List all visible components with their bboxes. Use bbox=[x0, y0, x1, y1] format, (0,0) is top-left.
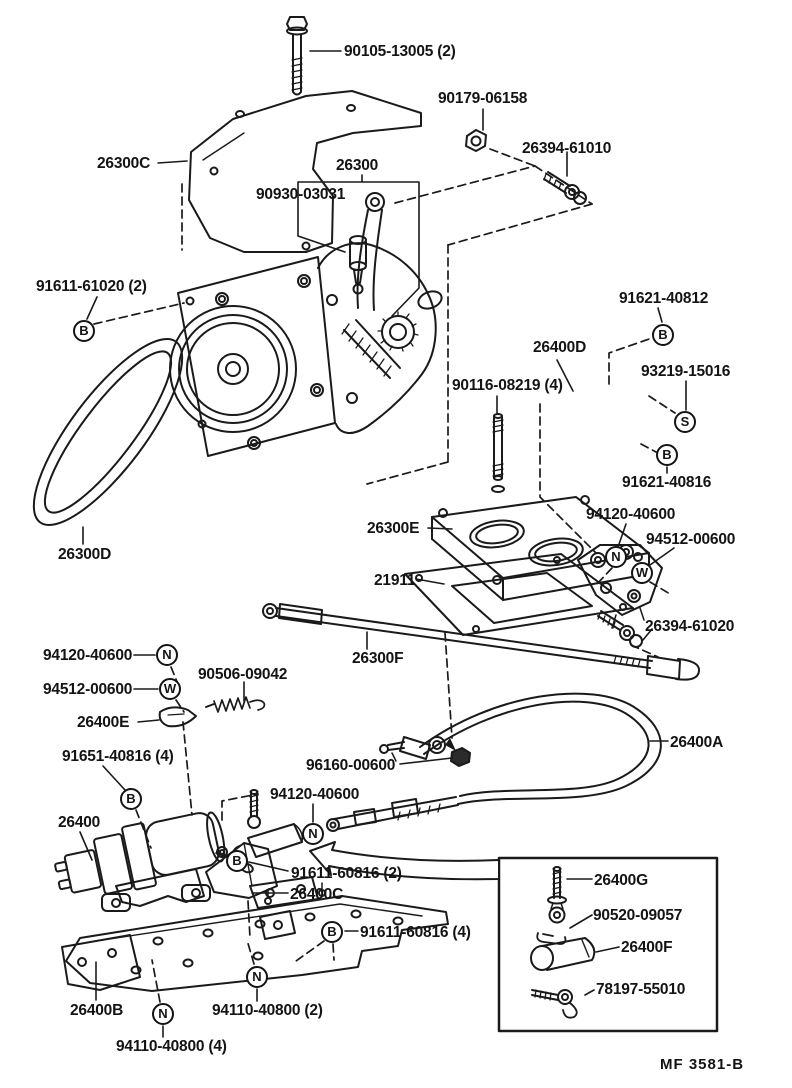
inset-detail-box bbox=[497, 856, 719, 1033]
flange-illustration-26300e bbox=[431, 413, 650, 601]
spring-illustration-90506 bbox=[158, 696, 266, 728]
link-rod-illustration-26300f bbox=[262, 603, 701, 681]
solenoid-illustration-26400 bbox=[54, 811, 226, 912]
leader-lines bbox=[79, 50, 687, 1038]
pointer-arrow bbox=[309, 841, 500, 881]
gasket-illustration-21911 bbox=[404, 553, 634, 636]
valve-illustration-94120 bbox=[232, 789, 304, 866]
bolt-illustration-90105 bbox=[286, 16, 308, 96]
throttle-cable-illustration-26400a bbox=[326, 692, 662, 832]
drive-belt-illustration-26300d bbox=[32, 338, 184, 526]
bolt-illustration-26394-61010 bbox=[543, 171, 587, 205]
air-pump-illustration bbox=[169, 192, 443, 457]
nut-illustration-90179 bbox=[465, 129, 487, 152]
bolt-illustration-26394-61020 bbox=[597, 610, 643, 648]
bracket-illustration-26400c bbox=[205, 842, 319, 940]
small-arrowhead bbox=[445, 738, 456, 751]
plate-illustration-26400b bbox=[61, 882, 449, 992]
bracket-illustration-26300c bbox=[188, 90, 422, 253]
